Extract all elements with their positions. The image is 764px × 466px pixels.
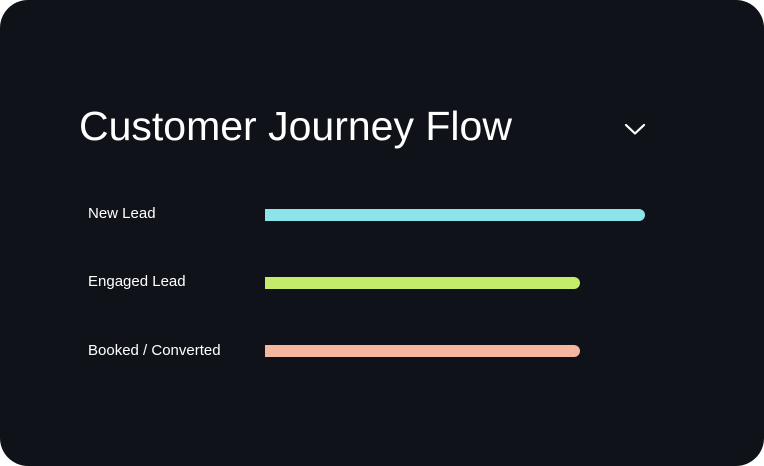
stage-bar-track-booked-converted xyxy=(265,345,645,357)
stage-bar-engaged-lead xyxy=(265,277,580,289)
stage-label-booked-converted: Booked / Converted xyxy=(88,342,221,359)
chevron-down-icon xyxy=(624,123,646,135)
stage-bar-track-new-lead xyxy=(265,209,645,221)
card-title: Customer Journey Flow xyxy=(79,103,512,149)
stage-label-new-lead: New Lead xyxy=(88,205,156,222)
stage-bar-new-lead xyxy=(265,209,645,221)
stage-label-engaged-lead: Engaged Lead xyxy=(88,273,186,290)
stage-bar-track-engaged-lead xyxy=(265,277,645,289)
collapse-toggle-button[interactable] xyxy=(618,114,652,144)
stage-bar-booked-converted xyxy=(265,345,580,357)
